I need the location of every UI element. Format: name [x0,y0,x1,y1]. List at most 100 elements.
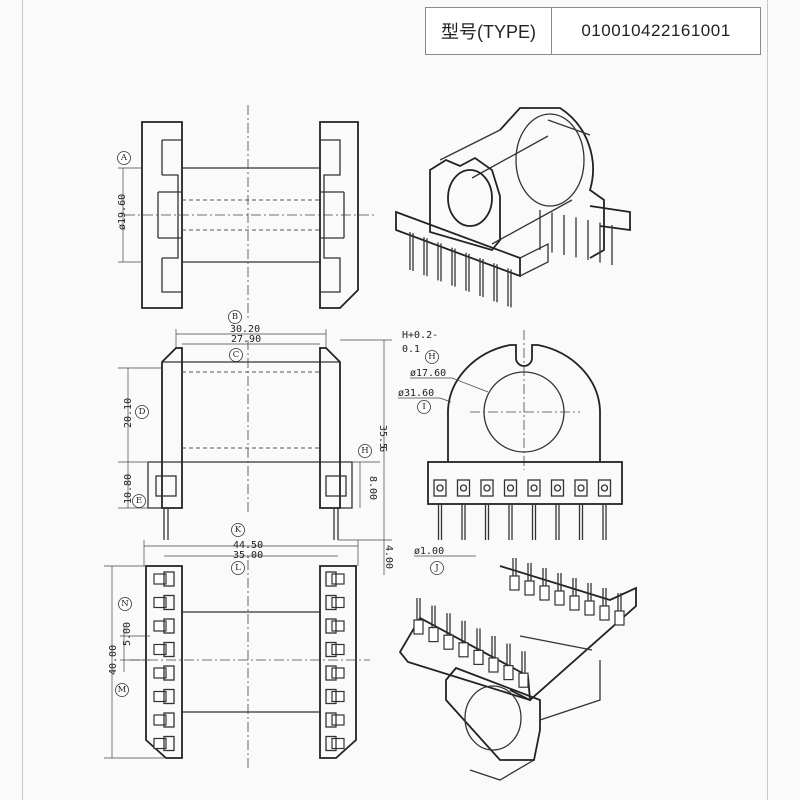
pin-slot-left [163,594,175,611]
top-left-flange [141,121,183,309]
iso2-back-pin-seat [569,595,580,611]
pin-pad-left [153,667,167,679]
iso2-body-lines [519,635,601,721]
top-left-flange-detail [161,139,182,293]
dim-35-00: 35.00 [233,550,263,561]
pin-pad-left [153,690,167,703]
side-pin-seat [550,479,565,497]
pin-pad-right [331,596,345,609]
iso2-front-pin-seat [473,649,484,666]
iso2-front-pin-seat [488,657,499,673]
top-right-flange [319,121,359,309]
top-right-flange-detail [320,139,341,293]
pin-slot-right [325,641,337,658]
side-pin-seat [527,479,541,497]
callout-E [132,494,146,508]
callout-H2-label: H [428,352,435,362]
pin-slot-right [325,665,337,681]
side-pin-hole [459,484,468,492]
iso2-front-pin-seat [503,664,514,681]
callout-D-label: D [139,407,146,417]
side-pin-hole [530,484,538,492]
callout-N [118,597,132,611]
side-pin-seat [597,479,612,497]
isometric-top [395,107,631,308]
iso2-bore [464,685,522,751]
iso2-front-pin-seat [443,634,454,650]
pin-slot-right [325,594,337,611]
side-view: H+0.2- 0.1 H ø17.60 ø31.60 I ø1.00 [398,330,623,575]
side-pin-seat [456,479,471,497]
pin-slot-right [325,571,337,587]
pin-slot-left [163,712,175,728]
side-pin-seat [574,479,588,497]
pin-pad-left [153,643,167,656]
pin-slot-left [163,618,175,634]
iso1-back-bore [515,113,585,207]
callout-N-label: N [121,599,129,609]
front-right-flange [319,347,341,509]
pin-slot-left [163,571,175,587]
front-left-base [147,461,182,509]
side-pin-hole [506,484,515,492]
callout-K [231,523,245,537]
dim-44-50: 44.50 [233,540,263,551]
callout-H [358,444,372,458]
iso2-front-pin-seat [413,619,424,635]
callout-G-label: G [377,446,388,452]
pin-slot-right [325,735,337,752]
callout-H-label: H [361,446,368,456]
iso2-bottom-edge [469,759,535,781]
iso2-front-pin-seat [518,672,529,688]
pin-pad-left [153,596,167,609]
pin-pad-right [331,690,345,703]
front-left-flange [161,347,183,509]
callout-J [430,561,444,575]
side-pin-hole [483,484,491,492]
pin-pad-right [331,643,345,656]
pin-pad-right [331,573,345,585]
dim-10-80: 10.80 [123,474,134,504]
type-value: 010010422161001 [581,21,731,40]
iso2-back-pin-seat [539,585,550,601]
callout-A [117,151,131,165]
side-pin-seat [480,479,494,497]
dim-5-00: 5.00 [122,622,133,646]
iso1-top-edges [439,119,591,161]
tolerance-line1: H+0.2- [402,330,438,341]
iso1-rail-end [519,242,549,277]
dim-1-00: ø1.00 [414,546,444,557]
callout-C-label: C [233,350,240,360]
iso2-back-pin-seat [524,580,535,596]
bottom-left-row [145,565,183,759]
pin-slot-right [325,618,337,634]
side-pin-seat [433,479,447,497]
bottom-right-row [319,565,357,759]
callout-H2 [425,350,439,364]
title-block: 型号(TYPE) 010010422161001 [425,7,761,55]
type-label: 型号(TYPE) [426,8,552,54]
front-right-base [320,461,353,509]
pin-pad-right [331,620,345,632]
callout-E-label: E [136,496,142,506]
pin-slot-right [325,712,337,728]
front-left-pin-seat [155,475,177,497]
callout-D [135,405,149,419]
iso1-body-lines [471,135,573,245]
callout-J-label: J [434,563,439,573]
sheet-border-left [22,0,23,800]
iso2-front-pin-seat [428,626,439,643]
iso1-front-flange [429,156,501,252]
pin-pad-left [153,620,167,632]
isometric-bottom [398,558,637,781]
pin-pad-left [153,714,167,726]
dim-27-90: 27.90 [231,334,261,345]
iso1-front-bore [447,169,493,227]
iso2-front-flange [445,666,541,761]
sheet-border-right [767,0,768,800]
dim-19-60: ø19.60 [117,194,128,230]
pin-pad-left [153,737,167,750]
iso2-back-pin-seat [614,610,625,626]
